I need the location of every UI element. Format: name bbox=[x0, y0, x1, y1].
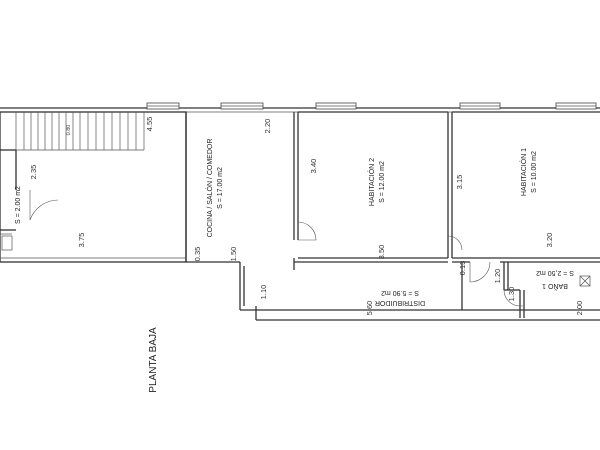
cocina-name: COCINA / SALÓN / COMEDOR bbox=[205, 139, 214, 238]
left-room-area: S = 2.00 m2 bbox=[15, 186, 22, 224]
room-habitacion1-label: HABITACIÓN 1 S = 10.00 m2 bbox=[519, 148, 538, 196]
dimensions: 4.55 0.80 2.35 3.75 2.20 3.40 3.50 1.50 … bbox=[29, 117, 584, 316]
dim-200: 2.00 bbox=[575, 301, 584, 316]
dim-110: 1.10 bbox=[259, 285, 268, 300]
dim-130: 1.30 bbox=[507, 287, 516, 302]
dim-375: 3.75 bbox=[77, 233, 86, 248]
dim-220: 2.20 bbox=[263, 119, 272, 134]
room-bano1-label: BAÑO 1 S = 2,50 m2 bbox=[536, 269, 574, 291]
dim-120: 1.20 bbox=[493, 269, 502, 284]
habitacion2-name: HABITACIÓN 2 bbox=[367, 158, 376, 206]
dim-013: 0.13 bbox=[458, 261, 467, 276]
distribuidor-area: S = 5.90 m2 bbox=[381, 289, 419, 296]
doors bbox=[29, 190, 524, 307]
room-left-label: S = 2.00 m2 bbox=[15, 186, 22, 224]
habitacion1-area: S = 10.00 m2 bbox=[531, 151, 538, 193]
distribuidor-name: DISTRIBUIDOR bbox=[375, 299, 425, 306]
dim-320: 3.20 bbox=[545, 233, 554, 248]
dim-455: 4.55 bbox=[145, 117, 154, 132]
plan-title: PLANTA BAJA bbox=[148, 327, 159, 393]
dim-150: 1.50 bbox=[229, 247, 238, 262]
dim-035: 0.35 bbox=[193, 247, 202, 262]
walls bbox=[0, 107, 600, 321]
bano1-name: BAÑO 1 bbox=[542, 282, 568, 291]
stair-hall-outline bbox=[0, 111, 187, 263]
bano1-area: S = 2,50 m2 bbox=[536, 269, 574, 276]
staircase bbox=[15, 112, 145, 151]
dim-315: 3.15 bbox=[455, 175, 464, 190]
room-distribuidor-label: DISTRIBUIDOR S = 5.90 m2 bbox=[375, 289, 425, 306]
windows bbox=[146, 102, 597, 110]
dim-235: 2.35 bbox=[29, 165, 38, 180]
dim-340: 3.40 bbox=[309, 159, 318, 174]
dim-560: 5.60 bbox=[365, 301, 374, 316]
habitacion2-area: S = 12.00 m2 bbox=[379, 161, 386, 203]
dim-350: 3.50 bbox=[377, 245, 386, 260]
room-cocina-label: COCINA / SALÓN / COMEDOR S = 17.00 m2 bbox=[205, 139, 224, 238]
cocina-area: S = 17.00 m2 bbox=[217, 167, 224, 209]
habitacion1-name: HABITACIÓN 1 bbox=[519, 148, 528, 196]
room-habitacion2-label: HABITACIÓN 2 S = 12.00 m2 bbox=[367, 158, 386, 206]
dim-080: 0.80 bbox=[66, 125, 72, 136]
